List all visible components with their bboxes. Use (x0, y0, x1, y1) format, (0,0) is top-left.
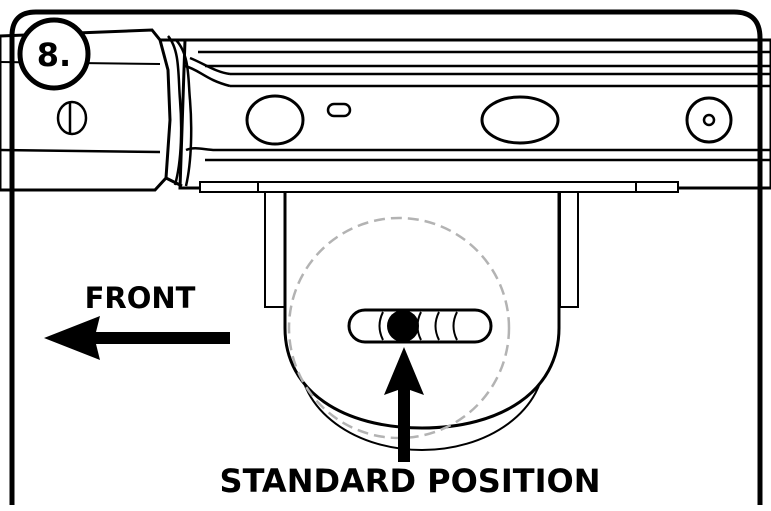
joint-lines (167, 35, 231, 187)
bolt-standard-position (387, 310, 419, 342)
up-arrow-icon (384, 347, 424, 462)
front-indicator: FRONT (44, 281, 230, 360)
bracket-tab-left (264, 190, 286, 308)
front-label: FRONT (85, 281, 196, 315)
front-arrow-icon (44, 316, 230, 360)
rail-hole-left (245, 94, 305, 146)
rail-flange (199, 181, 679, 193)
bracket-tab-right (559, 190, 579, 308)
rail-slot-small (326, 102, 352, 118)
standard-position-label: STANDARD POSITION (220, 462, 601, 500)
standard-position-indicator: STANDARD POSITION (220, 347, 601, 500)
step-badge: 8. (17, 17, 91, 91)
bracket-rear-outline (299, 330, 545, 451)
end-cap-screw (56, 100, 88, 136)
step-badge-circle (17, 17, 91, 91)
step-number: 8. (37, 36, 71, 74)
rail-lines (198, 50, 771, 162)
rail-hole-oval (480, 95, 560, 145)
mounting-rail (0, 28, 771, 193)
rail-hole-right-center (702, 113, 716, 127)
frame-border (9, 9, 763, 505)
